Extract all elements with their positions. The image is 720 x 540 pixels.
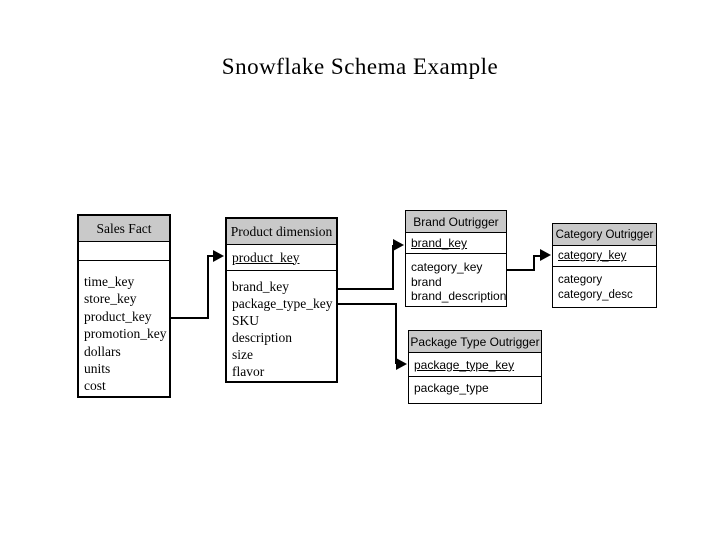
- field-label: time_key: [84, 274, 135, 289]
- key-row-package-type-outrigger: package_type_key: [409, 353, 541, 377]
- entity-table-sales-fact: Sales Fact time_key store_key product_ke…: [77, 214, 171, 398]
- field-list-brand-outrigger: category_key brand brand_description: [406, 254, 506, 304]
- field-label: cost: [84, 378, 106, 394]
- connector-line-brand-category: [506, 269, 535, 271]
- key-field-label: package_type_key: [414, 357, 515, 372]
- field-list-product-dimension: brand_key package_type_key SKU descripti…: [227, 271, 336, 380]
- arrowhead-icon: [396, 358, 407, 370]
- connector-line-salesfact-product: [207, 255, 209, 319]
- connector-line-product-packagetype: [337, 303, 397, 305]
- connector-line-product-packagetype: [395, 303, 397, 364]
- field-label: SKU: [232, 313, 260, 328]
- key-field-label: brand_key: [411, 236, 468, 250]
- field-label: brand: [411, 274, 442, 289]
- field-list-category-outrigger: category category_desc: [553, 267, 656, 303]
- table-header-product-dimension: Product dimension: [227, 219, 336, 245]
- field-list-package-type-outrigger: package_type: [409, 377, 541, 396]
- field-label: product_key: [84, 308, 152, 324]
- key-row-brand-outrigger: brand_key: [406, 233, 506, 254]
- field-label: category_desc: [558, 289, 633, 301]
- entity-table-brand-outrigger: Brand Outrigger brand_key category_key b…: [405, 210, 507, 307]
- field-label: category_key: [411, 260, 483, 274]
- key-row-product-dimension: product_key: [227, 245, 336, 271]
- field-label: dollars: [84, 343, 121, 359]
- field-label: description: [232, 330, 292, 345]
- field-list-sales-fact: time_key store_key product_key promotion…: [79, 261, 169, 395]
- field-label: brand_description: [411, 289, 507, 303]
- field-label: category: [558, 274, 603, 286]
- table-header-sales-fact: Sales Fact: [79, 216, 169, 242]
- field-label: store_key: [84, 291, 137, 307]
- field-label: units: [84, 361, 111, 377]
- connector-line-product-brand: [392, 245, 394, 290]
- field-label: flavor: [232, 364, 265, 379]
- field-label: package_type: [414, 381, 489, 395]
- connector-line-product-brand: [337, 288, 394, 290]
- connector-line-salesfact-product: [207, 255, 214, 257]
- arrowhead-icon: [540, 249, 551, 261]
- field-label: brand_key: [232, 279, 289, 294]
- field-label: promotion_key: [84, 326, 167, 342]
- entity-table-package-type-outrigger: Package Type Outrigger package_type_key …: [408, 330, 542, 404]
- key-row-category-outrigger: category_key: [553, 246, 656, 267]
- arrowhead-icon: [393, 239, 404, 251]
- arrowhead-icon: [213, 250, 224, 262]
- field-label: size: [232, 347, 253, 362]
- table-header-package-type-outrigger: Package Type Outrigger: [409, 331, 541, 353]
- key-field-label: category_key: [558, 250, 627, 262]
- connector-line-brand-category: [533, 255, 535, 271]
- field-label: package_type_key: [232, 296, 333, 311]
- page-title: Snowflake Schema Example: [221, 54, 499, 79]
- key-field-label: product_key: [232, 249, 300, 265]
- table-header-category-outrigger: Category Outrigger: [553, 224, 656, 246]
- connector-line-brand-category: [533, 255, 541, 257]
- table-header-brand-outrigger: Brand Outrigger: [406, 211, 506, 233]
- entity-table-category-outrigger: Category Outrigger category_key category…: [552, 223, 657, 308]
- entity-table-product-dimension: Product dimension product_key brand_key …: [225, 217, 338, 383]
- connector-line-salesfact-product: [170, 317, 209, 319]
- key-row-sales-fact: [79, 242, 169, 261]
